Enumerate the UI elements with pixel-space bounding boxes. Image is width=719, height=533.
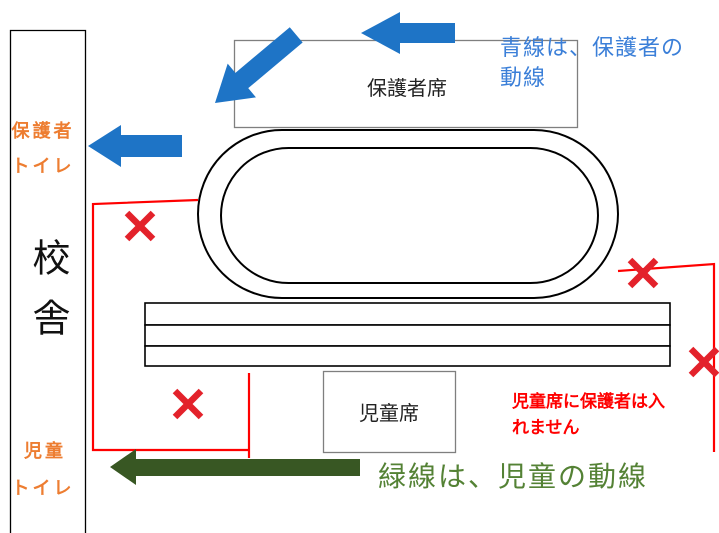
bleacher-row — [144, 324, 671, 347]
child-seating-label: 児童席 — [359, 401, 419, 425]
child-seating-area — [322, 370, 457, 454]
bleacher-row — [144, 302, 671, 326]
cross-mark-icon — [172, 388, 204, 420]
parent-route-legend-line1: 青線は、保護者の — [500, 36, 684, 61]
bleachers — [144, 302, 671, 367]
child-area-notice-line1: 児童席に保護者は入 — [511, 391, 665, 412]
barrier-line-left — [91, 198, 249, 452]
track-inner-lane — [220, 147, 599, 284]
school-building — [9, 29, 87, 533]
cross-stroke — [688, 346, 719, 378]
school-building-label: 校舎 — [26, 238, 70, 358]
child-toilet-label-line2: トイレ — [12, 478, 75, 499]
bleacher-row — [144, 345, 671, 367]
track-outer-lane — [197, 129, 619, 299]
cross-stroke — [172, 388, 204, 420]
child-toilet-label-line1: 児童 — [23, 440, 66, 462]
parent-route-arrow-toilet-icon — [88, 125, 182, 167]
parent-route-arrow-top-icon — [361, 12, 455, 54]
child-area-notice-line2: れません — [512, 418, 580, 438]
cross-mark-icon — [627, 257, 659, 289]
cross-stroke — [627, 257, 659, 289]
cross-stroke — [124, 210, 156, 242]
child-route-legend: 緑線は、児童の動線 — [378, 460, 648, 493]
child-route-arrow-icon — [110, 449, 360, 485]
parent-seating-area — [233, 39, 579, 129]
parent-seating-label: 保護者席 — [367, 76, 447, 100]
parent-toilet-label-line2: トイレ — [12, 156, 75, 177]
parent-route-arrow-diagonal-icon — [215, 27, 303, 103]
parent-route-legend-line2: 動線 — [500, 66, 546, 91]
cross-mark-icon — [688, 346, 719, 378]
cross-mark-icon — [124, 210, 156, 242]
parent-toilet-label-line1: 保護者 — [11, 120, 75, 142]
